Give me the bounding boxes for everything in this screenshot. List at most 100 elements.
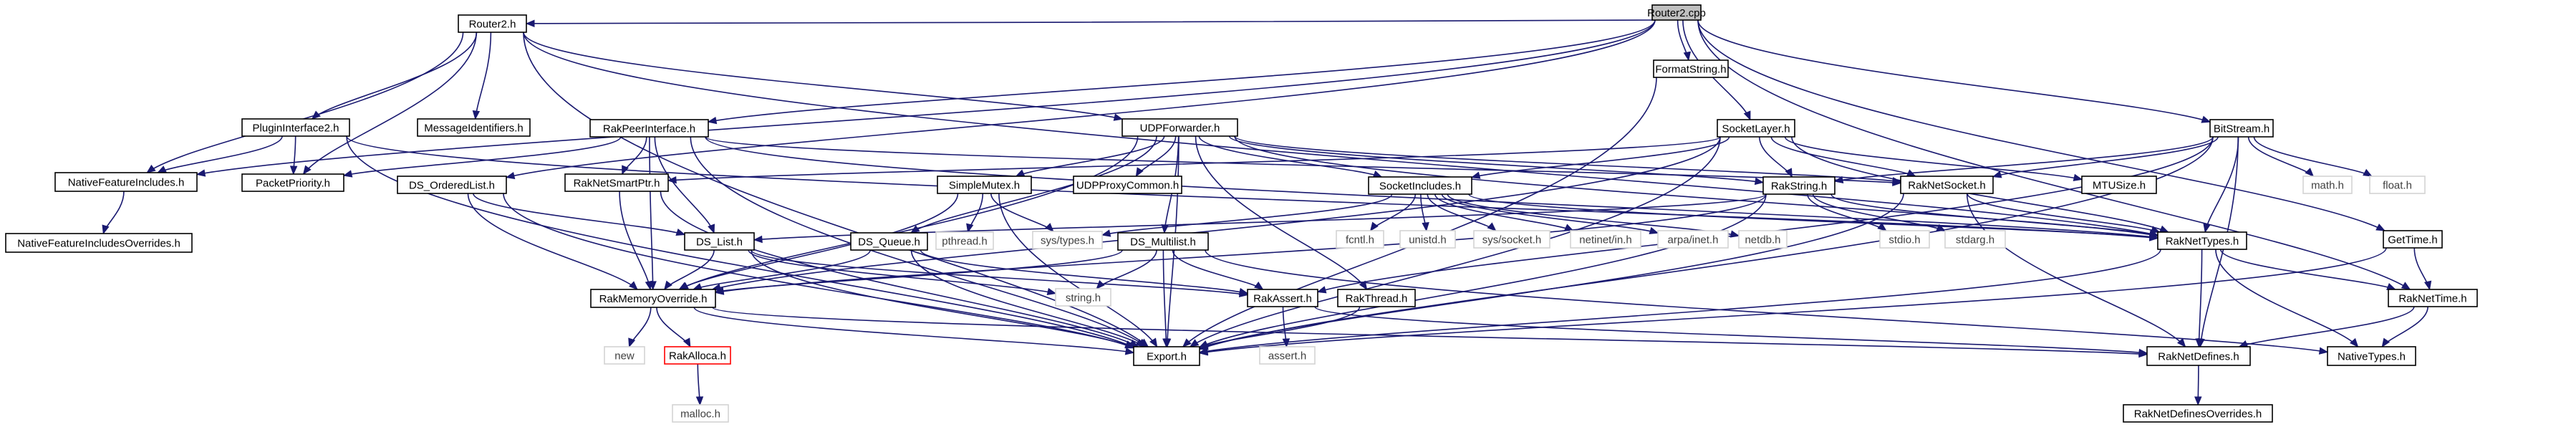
node-udpforwarder[interactable]: UDPForwarder.h (1121, 118, 1238, 137)
node-udpproxycommon[interactable]: UDPProxyCommon.h (1073, 176, 1182, 194)
node-ds-queue[interactable]: DS_Queue.h (850, 232, 928, 251)
node-rakalloca[interactable]: RakAlloca.h (664, 346, 731, 365)
arrowhead (2363, 168, 2373, 177)
node-arpainet[interactable]: arpa/inet.h (1657, 230, 1729, 249)
node-netdb[interactable]: netdb.h (1738, 230, 1788, 249)
node-raknettypes[interactable]: RakNetTypes.h (2157, 231, 2247, 250)
node-raknetsocket[interactable]: RakNetSocket.h (1900, 176, 1994, 194)
edge-bitstream-to-raknetdefines (2199, 136, 2239, 347)
node-box (1879, 230, 1930, 249)
node-rakstring[interactable]: RakString.h (1762, 176, 1835, 195)
node-assert[interactable]: assert.h (1259, 346, 1316, 365)
node-label: DS_Multilist.h (1130, 236, 1196, 249)
node-box (1055, 288, 1111, 307)
arrowhead (2201, 115, 2211, 123)
node-raknetsmartptr[interactable]: RakNetSmartPtr.h (564, 173, 669, 192)
node-rakthread[interactable]: RakThread.h (1337, 289, 1416, 307)
node-label: NativeFeatureIncludesOverrides.h (17, 238, 180, 250)
arrowhead (1046, 287, 1057, 296)
node-box (1259, 346, 1316, 365)
edge-ds-multilist-to-export (1162, 249, 1167, 347)
node-socketincludes[interactable]: SocketIncludes.h (1368, 176, 1472, 195)
node-export[interactable]: Export.h (1133, 346, 1200, 366)
edge-plugininterface2-to-nativefeatureincludes (157, 135, 283, 173)
node-ds-orderedlist[interactable]: DS_OrderedList.h (397, 176, 507, 194)
node-float[interactable]: float.h (2369, 176, 2426, 194)
edge-router2h-to-raknettypes (523, 32, 2158, 236)
edge-router2cpp-to-rakpeerinterface (708, 19, 1656, 123)
node-label: RakAssert.h (1253, 293, 1312, 305)
arrowhead (302, 165, 312, 176)
node-label: DS_OrderedList.h (409, 180, 495, 192)
node-stdio[interactable]: stdio.h (1879, 230, 1930, 249)
node-gettime[interactable]: GetTime.h (2383, 230, 2443, 249)
arrowhead (1563, 224, 1574, 231)
node-box (604, 346, 645, 365)
node-fcntl[interactable]: fcntl.h (1336, 230, 1384, 249)
node-box (54, 172, 198, 192)
arrowhead (1649, 226, 1659, 234)
edge-simplemutex-to-rakmemoryoverride (678, 193, 959, 290)
node-box (1133, 346, 1200, 366)
node-syssocket[interactable]: sys/socket.h (1473, 230, 1550, 249)
arrowhead (1422, 222, 1429, 232)
node-label: RakString.h (1771, 181, 1827, 193)
edge-rakstring-to-rakmemoryoverride (715, 193, 1767, 294)
arrowhead (1730, 230, 1740, 238)
node-socketlayer[interactable]: SocketLayer.h (1717, 119, 1795, 138)
node-label: string.h (1066, 292, 1101, 304)
node-messageidentifiers[interactable]: MessageIdentifiers.h (417, 118, 531, 137)
node-rakmemoryoverride[interactable]: RakMemoryOverride.h (590, 289, 716, 308)
node-malloc[interactable]: malloc.h (672, 404, 729, 423)
arrowhead (1182, 338, 1192, 347)
node-rakassert[interactable]: RakAssert.h (1247, 289, 1318, 307)
node-bitstream[interactable]: BitStream.h (2209, 119, 2274, 138)
node-nativefeatureincludes[interactable]: NativeFeatureIncludes.h (54, 172, 198, 192)
node-plugininterface2[interactable]: PluginInterface2.h (241, 118, 350, 137)
node-box (241, 118, 350, 137)
edge-ds-list-to-rakassert (751, 249, 1248, 296)
node-router2h[interactable]: Router2.h (458, 14, 527, 33)
node-raknetdefinesoverrides[interactable]: RakNetDefinesOverrides.h (2123, 404, 2273, 423)
arrowhead (1372, 171, 1383, 178)
arrowhead (1162, 338, 1170, 348)
node-netinetin[interactable]: netinet/in.h (1570, 230, 1641, 249)
arrowhead (1189, 339, 1200, 347)
node-simplemutex[interactable]: SimpleMutex.h (937, 176, 1032, 194)
node-ds-multilist[interactable]: DS_Multilist.h (1117, 232, 1209, 251)
arrowhead (2073, 173, 2083, 181)
node-stdarg[interactable]: stdarg.h (1944, 230, 2006, 249)
node-pthread[interactable]: pthread.h (935, 231, 994, 250)
arrowhead (2350, 337, 2359, 347)
edge-rakthread-to-export (1199, 306, 1361, 348)
edge-socketlayer-to-raknetsocket (1770, 136, 1916, 177)
arrowhead (1892, 177, 1902, 185)
edge-router2h-to-packetpriority (302, 32, 478, 175)
node-systypes[interactable]: sys/types.h (1032, 231, 1103, 249)
node-packetpriority[interactable]: PacketPriority.h (241, 173, 344, 192)
node-box (1117, 232, 1209, 251)
node-ds-list[interactable]: DS_List.h (684, 232, 755, 251)
edge-bitstream-to-rakassert (1317, 136, 2214, 293)
node-box (2327, 346, 2416, 366)
arrowhead (1833, 176, 1844, 184)
node-formatstring[interactable]: FormatString.h (1653, 59, 1729, 78)
node-label: PacketPriority.h (256, 178, 330, 190)
node-box (1657, 230, 1729, 249)
node-raknettime[interactable]: RakNetTime.h (2388, 289, 2478, 307)
node-math[interactable]: math.h (2302, 176, 2353, 194)
node-nativefeatureincludesoverrides[interactable]: NativeFeatureIncludesOverrides.h (5, 233, 193, 253)
node-raknetdefines[interactable]: RakNetDefines.h (2146, 346, 2251, 366)
edge-raknettypes-to-export (1199, 249, 2161, 353)
edge-raknetsmartptr-to-rakmemoryoverride (619, 191, 651, 290)
node-unistd[interactable]: unistd.h (1399, 230, 1456, 249)
node-label: Router2.h (469, 19, 516, 31)
node-new[interactable]: new (604, 346, 645, 365)
node-rakpeerinterface[interactable]: RakPeerInterface.h (589, 119, 709, 138)
arrowhead (2375, 224, 2386, 231)
node-stringh[interactable]: string.h (1055, 288, 1111, 307)
edge-rakmemoryoverride-to-raknetdefines (712, 307, 2148, 355)
node-mtusize[interactable]: MTUSize.h (2081, 176, 2157, 194)
node-nativetypes[interactable]: NativeTypes.h (2327, 346, 2416, 366)
node-label: MessageIdentifiers.h (424, 123, 523, 135)
